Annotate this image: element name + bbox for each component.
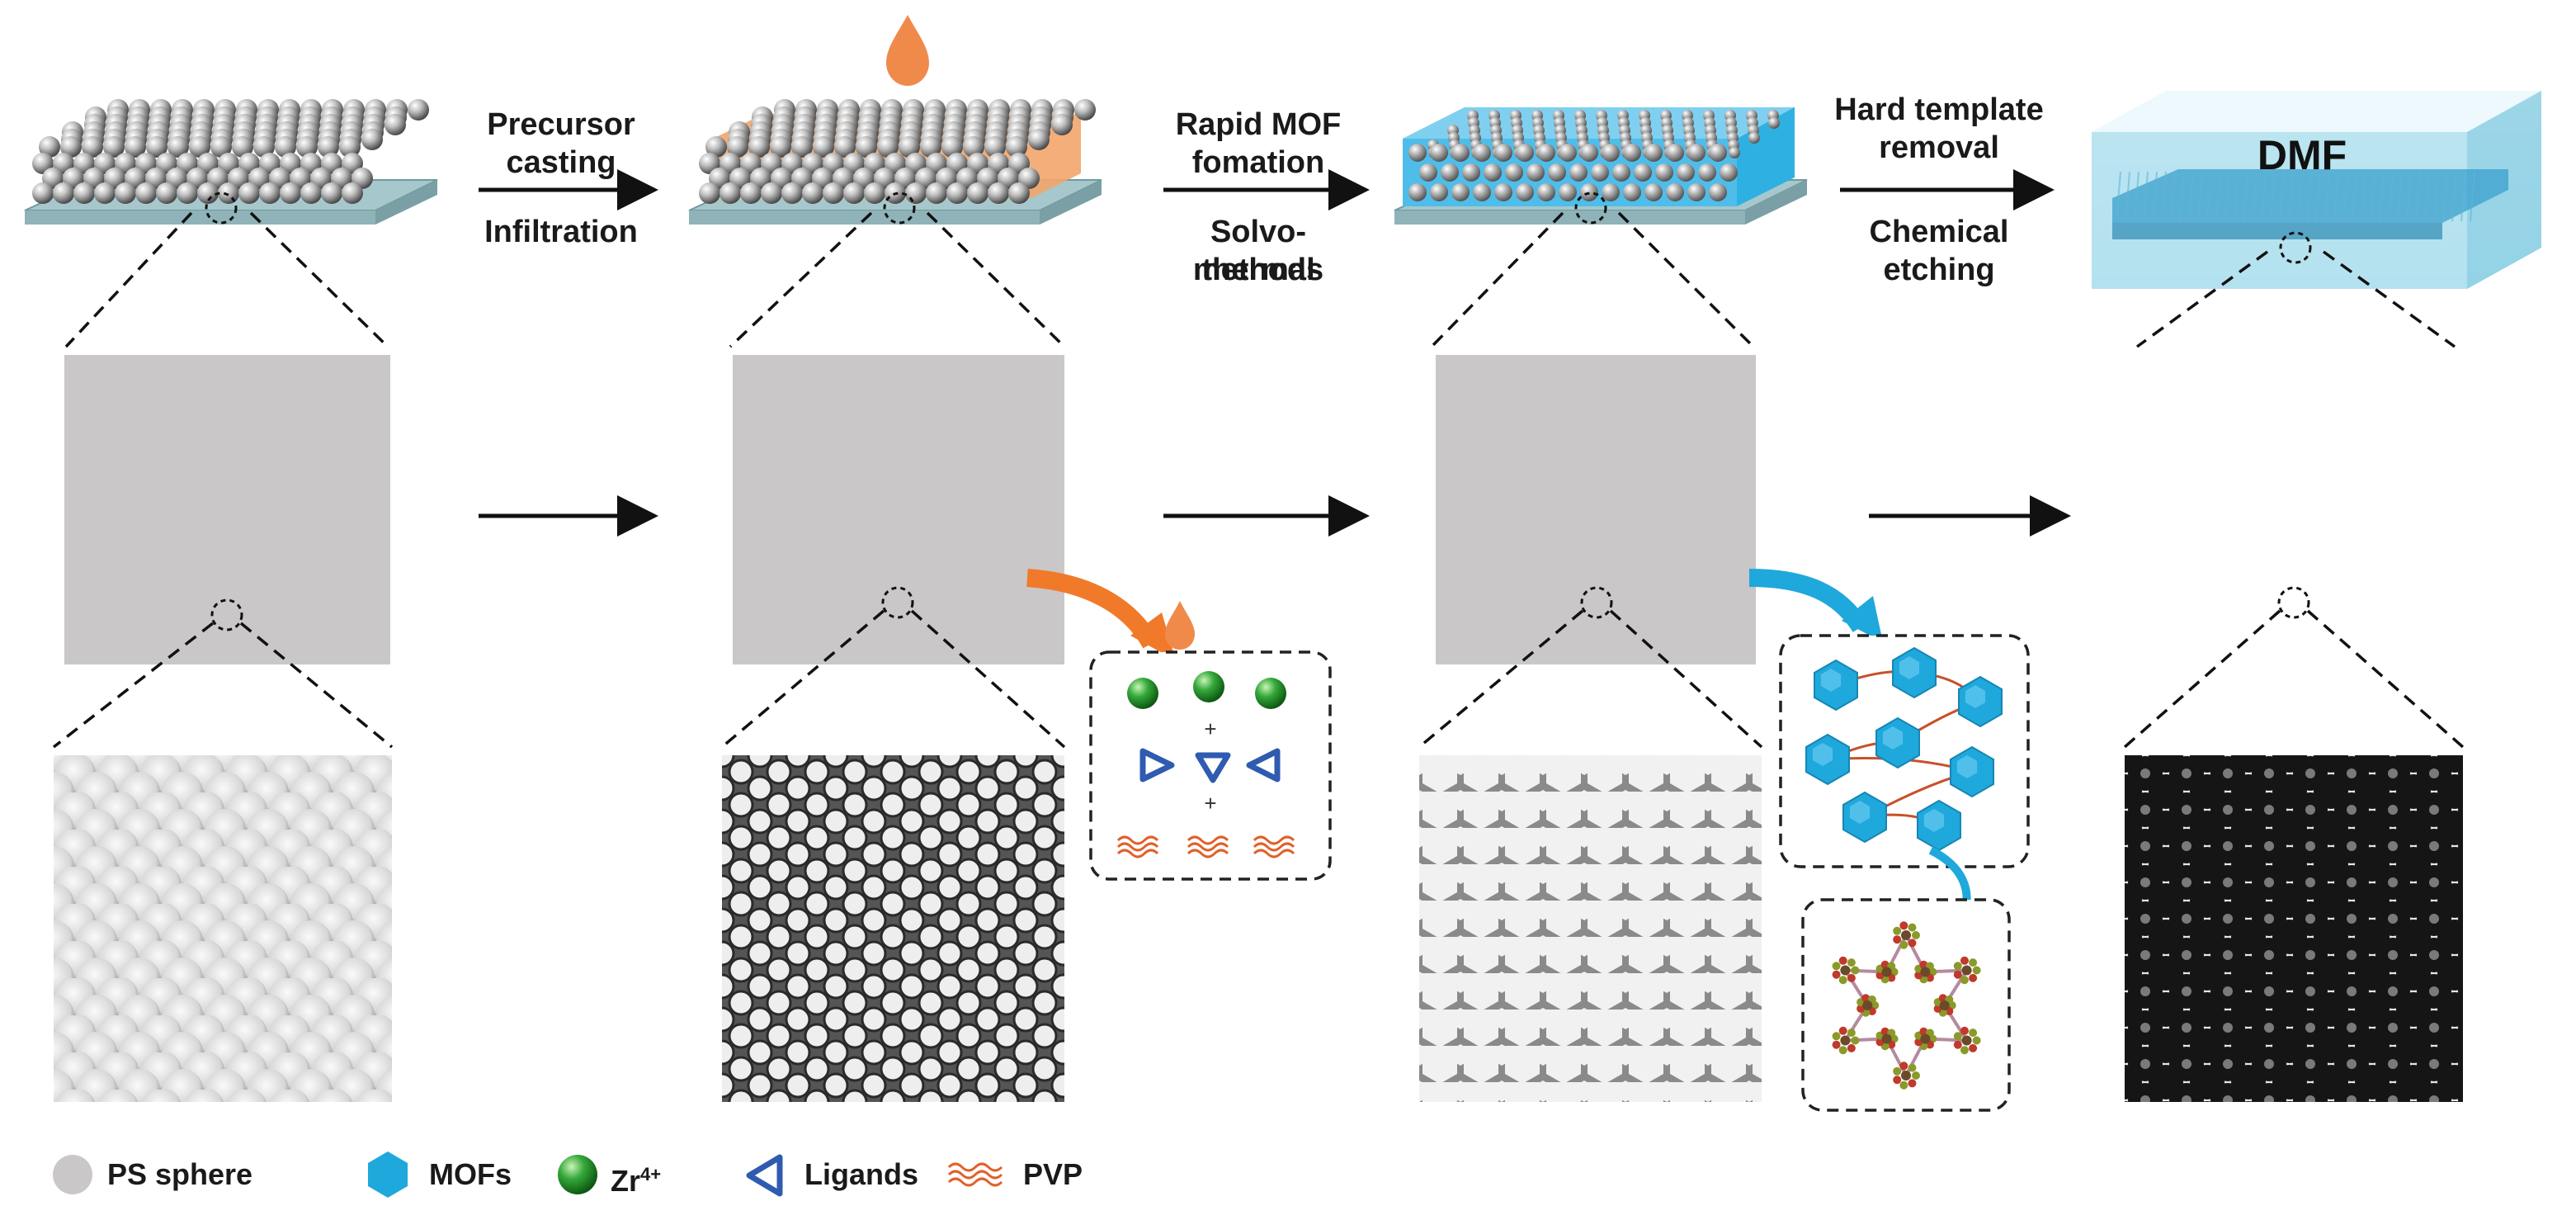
inset-mof-network	[1805, 646, 2003, 852]
dmf-label: DMF	[2258, 132, 2347, 178]
zoom-marker-1	[205, 192, 238, 225]
zoom-lines-bottom	[52, 609, 2465, 749]
inset-plus-1: +	[1204, 716, 1216, 741]
film-precursor-infiltrated	[688, 99, 1102, 225]
zoom-marker-3	[1574, 192, 1607, 225]
step2-label-line2: fomation	[1191, 145, 1325, 180]
inset-pvp	[1116, 835, 1295, 858]
inset-plus-2: +	[1204, 791, 1216, 816]
inset-zr-balls	[1127, 671, 1286, 709]
section-ps-spheres	[64, 355, 390, 664]
film3-embedded-spheres	[1408, 110, 1780, 201]
section-precursor	[733, 355, 1064, 664]
legend-pvp-label: PVP	[1023, 1157, 1083, 1191]
inset-framework-structure	[1832, 921, 1981, 1090]
film-mof-formed	[1394, 107, 1808, 225]
droplet-icon	[886, 15, 929, 86]
legend-ps-sphere-icon	[53, 1155, 92, 1194]
legend	[53, 1151, 1003, 1198]
step3-label-line2: removal	[1879, 130, 1999, 165]
sem-mof-composite	[1419, 755, 1762, 1102]
legend-ligands-label: Ligands	[804, 1157, 919, 1191]
sem-inverse-opal	[2125, 755, 2463, 1102]
zoom-lines-top	[64, 211, 2456, 348]
film-dmf-bath	[2092, 91, 2541, 289]
legend-mof-label: MOFs	[429, 1157, 512, 1191]
zoom-marker-8	[2277, 586, 2310, 619]
legend-zr-label: Zr4+	[611, 1156, 661, 1199]
step3-label-line4: etching	[1883, 253, 1995, 287]
zoom-marker-7	[1580, 586, 1613, 619]
zoom-marker-5	[210, 598, 243, 631]
step3-label-line1: Hard template	[1834, 92, 2044, 127]
zoom-marker-6	[881, 586, 914, 619]
film-ps-spheres	[24, 99, 438, 225]
inset-ligands	[1139, 748, 1281, 783]
legend-mof-icon	[368, 1151, 408, 1198]
legend-zr-base: Zr	[611, 1164, 640, 1198]
droplet-small-icon	[1165, 601, 1195, 650]
step1-label-line3: Infiltration	[484, 215, 638, 249]
legend-zr-icon	[558, 1155, 597, 1194]
step2-label-line3: Solvo-thermal	[1201, 215, 1315, 287]
step1-label-line2: casting	[506, 145, 616, 180]
mof-arrow-head	[1842, 596, 1883, 642]
framework-inset	[1801, 898, 2011, 1112]
film2-spheres-spheres	[699, 99, 1096, 204]
film4-texture	[2116, 171, 2475, 222]
film1-spheres-spheres	[32, 99, 429, 204]
zoom-marker-2	[883, 192, 916, 225]
step2-label-line1: Rapid MOF	[1175, 107, 1342, 142]
legend-zr-charge: 4+	[640, 1164, 662, 1185]
precursor-arrow-head	[1130, 612, 1176, 660]
legend-ligand-icon	[746, 1154, 783, 1197]
legend-pvp-icon	[947, 1162, 1003, 1187]
zoom-marker-4	[2279, 231, 2312, 264]
sem-precursor-infiltrated	[722, 755, 1064, 1102]
step1-label-line1: Precursor	[487, 107, 635, 142]
legend-ps-sphere-label: PS sphere	[107, 1157, 253, 1191]
step3-label-line3: Chemical	[1869, 215, 2009, 249]
section-inverse-opal	[2137, 355, 2459, 664]
sem-ps-template	[54, 755, 392, 1102]
step2-label-line4: methods	[1192, 253, 1324, 287]
section-mof	[1436, 355, 1756, 664]
